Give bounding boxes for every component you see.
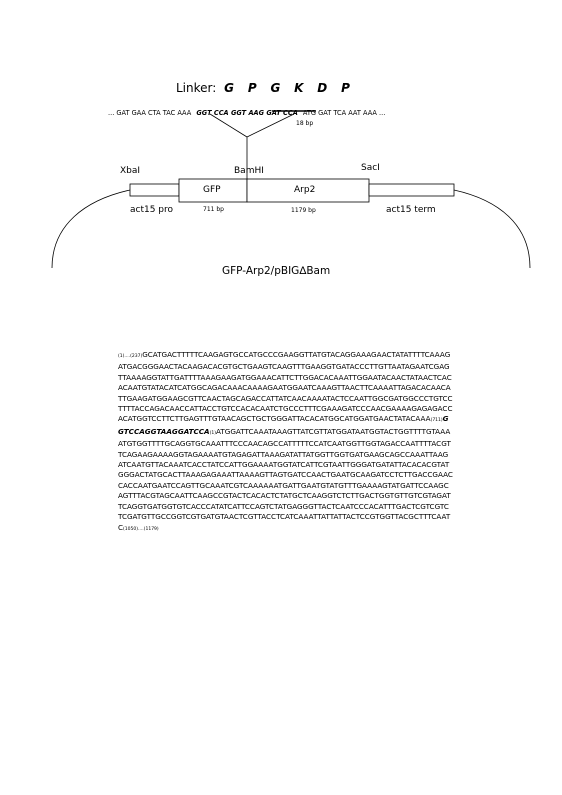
gfp-sequence: GCATGACTTTTTCAAGAGTGCCATGCCCGAAGGTTATGTA… [118, 350, 453, 424]
linker-pointer-left [209, 113, 248, 138]
linker-residue: G [224, 81, 234, 95]
terminator-bar [368, 183, 455, 197]
site-bamhi: BamHI [234, 166, 264, 176]
sequence-start-marker: (1)....(237) [118, 354, 143, 359]
site-xbai: XbaI [120, 166, 141, 176]
arp2-bp-label: 1179 bp [291, 207, 316, 214]
plasmid-name: GFP-Arp2/pBIG∆Bam [222, 265, 331, 277]
linker-sequence: GGTCCAGGTAAGGATCCA [118, 414, 449, 436]
promoter-bar [129, 183, 180, 197]
sequence-marker-1: (1) [209, 430, 216, 436]
arp2-label: Arp2 [294, 185, 316, 195]
linker-residue: P [247, 81, 257, 95]
flanking-sequence: ... GAT GAA CTA TAC AAA GGT CCA GGT AAG … [108, 100, 385, 119]
gfp-bp-label: 711 bp [203, 206, 224, 213]
site-saci: SacI [361, 163, 380, 173]
linker-residue: P [341, 81, 350, 95]
sequence-block: (1)....(237)GCATGACTTTTTCAAGAGTGCCATGCCC… [118, 350, 453, 535]
flank-linker: GGT CCA GGT AAG GAT CCA [196, 109, 298, 117]
linker-label: Linker: [176, 81, 217, 95]
gfp-label: GFP [203, 185, 221, 195]
flank-before: ... GAT GAA CTA TAC AAA [108, 109, 192, 117]
linker-header: Linker: G P G K D P [176, 81, 350, 95]
linker-residue: K [294, 81, 304, 95]
terminator-label: act15 term [386, 205, 436, 215]
linker-residue: D [317, 81, 328, 95]
promoter-label: act15 pro [130, 205, 174, 215]
linker-residue: G [270, 81, 281, 95]
linker-pointer-right [246, 113, 295, 138]
backbone-arc-right [453, 189, 531, 269]
linker-bp-label: 18 bp [296, 120, 314, 127]
sequence-end-marker: (1050)....(1179) [123, 526, 159, 532]
backbone-arc-left [51, 189, 131, 269]
arp2-sequence: ATGGATTCAAATAAAGTTATCGTTATGGATAATGGTACTG… [118, 426, 453, 532]
flank-after: ATG GAT TCA AAT AAA ... [302, 109, 386, 117]
sequence-marker-711: (711) [430, 418, 443, 424]
